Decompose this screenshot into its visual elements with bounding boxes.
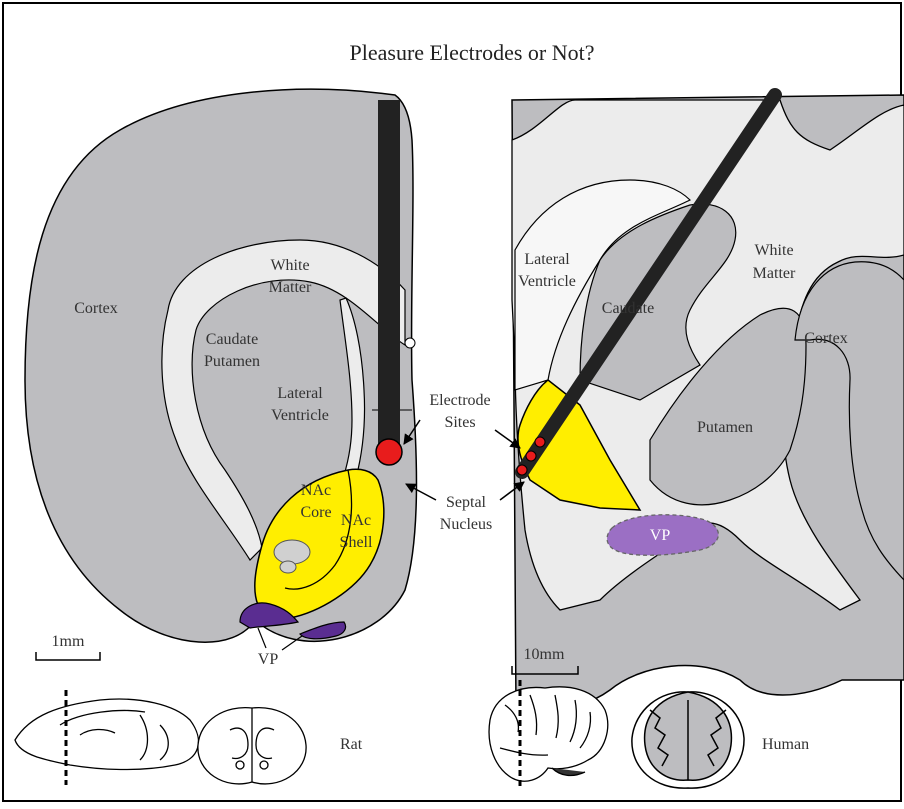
callout-septal-1: Septal xyxy=(446,494,487,511)
human-label-white-1: White xyxy=(754,242,793,259)
human-label-ventricle-2: Ventricle xyxy=(518,273,576,290)
rat-label-nac-core-1: NAc xyxy=(301,482,331,499)
rat-anterior-commissure-small xyxy=(280,561,296,573)
human-label-ventricle-1: Lateral xyxy=(524,251,570,268)
rat-coronal-thumbnail xyxy=(198,708,306,784)
human-label-putamen: Putamen xyxy=(697,419,753,436)
rat-label-nac-shell-2: Shell xyxy=(340,534,373,551)
callout-septal-2: Nucleus xyxy=(440,516,492,533)
rat-label-white-1: White xyxy=(270,257,309,274)
rat-label-ventricle-2: Ventricle xyxy=(271,407,329,424)
human-coronal-thumbnail xyxy=(632,692,744,788)
callout-electrode-sites-2: Sites xyxy=(444,414,475,431)
human-electrode-site-2 xyxy=(526,451,536,461)
rat-label-caudate-1: Caudate xyxy=(206,331,258,348)
figure-title: Pleasure Electrodes or Not? xyxy=(350,40,595,65)
rat-label-nac-shell-1: NAc xyxy=(341,512,371,529)
rat-species-label: Rat xyxy=(340,736,363,753)
rat-label-ventricle-1: Lateral xyxy=(277,385,323,402)
rat-electrode xyxy=(378,100,400,450)
rat-label-nac-core-2: Core xyxy=(300,504,331,521)
human-scale-label: 10mm xyxy=(524,646,565,663)
human-label-white-2: Matter xyxy=(753,265,796,282)
human-electrode-site-1 xyxy=(535,437,545,447)
human-label-vp: VP xyxy=(650,527,671,544)
callout-electrode-sites-1: Electrode xyxy=(429,392,490,409)
human-species-label: Human xyxy=(762,736,809,753)
rat-scale-label: 1mm xyxy=(52,633,85,650)
rat-label-white-2: Matter xyxy=(269,279,312,296)
human-label-caudate: Caudate xyxy=(602,300,654,317)
rat-label-cortex: Cortex xyxy=(74,300,118,317)
rat-notch-circle xyxy=(405,338,415,348)
human-electrode-site-3 xyxy=(517,465,527,475)
rat-anterior-commissure xyxy=(274,540,310,564)
rat-label-vp: VP xyxy=(258,651,279,668)
rat-label-caudate-2: Putamen xyxy=(204,353,260,370)
rat-electrode-tip xyxy=(376,439,402,465)
human-label-cortex: Cortex xyxy=(804,330,848,347)
